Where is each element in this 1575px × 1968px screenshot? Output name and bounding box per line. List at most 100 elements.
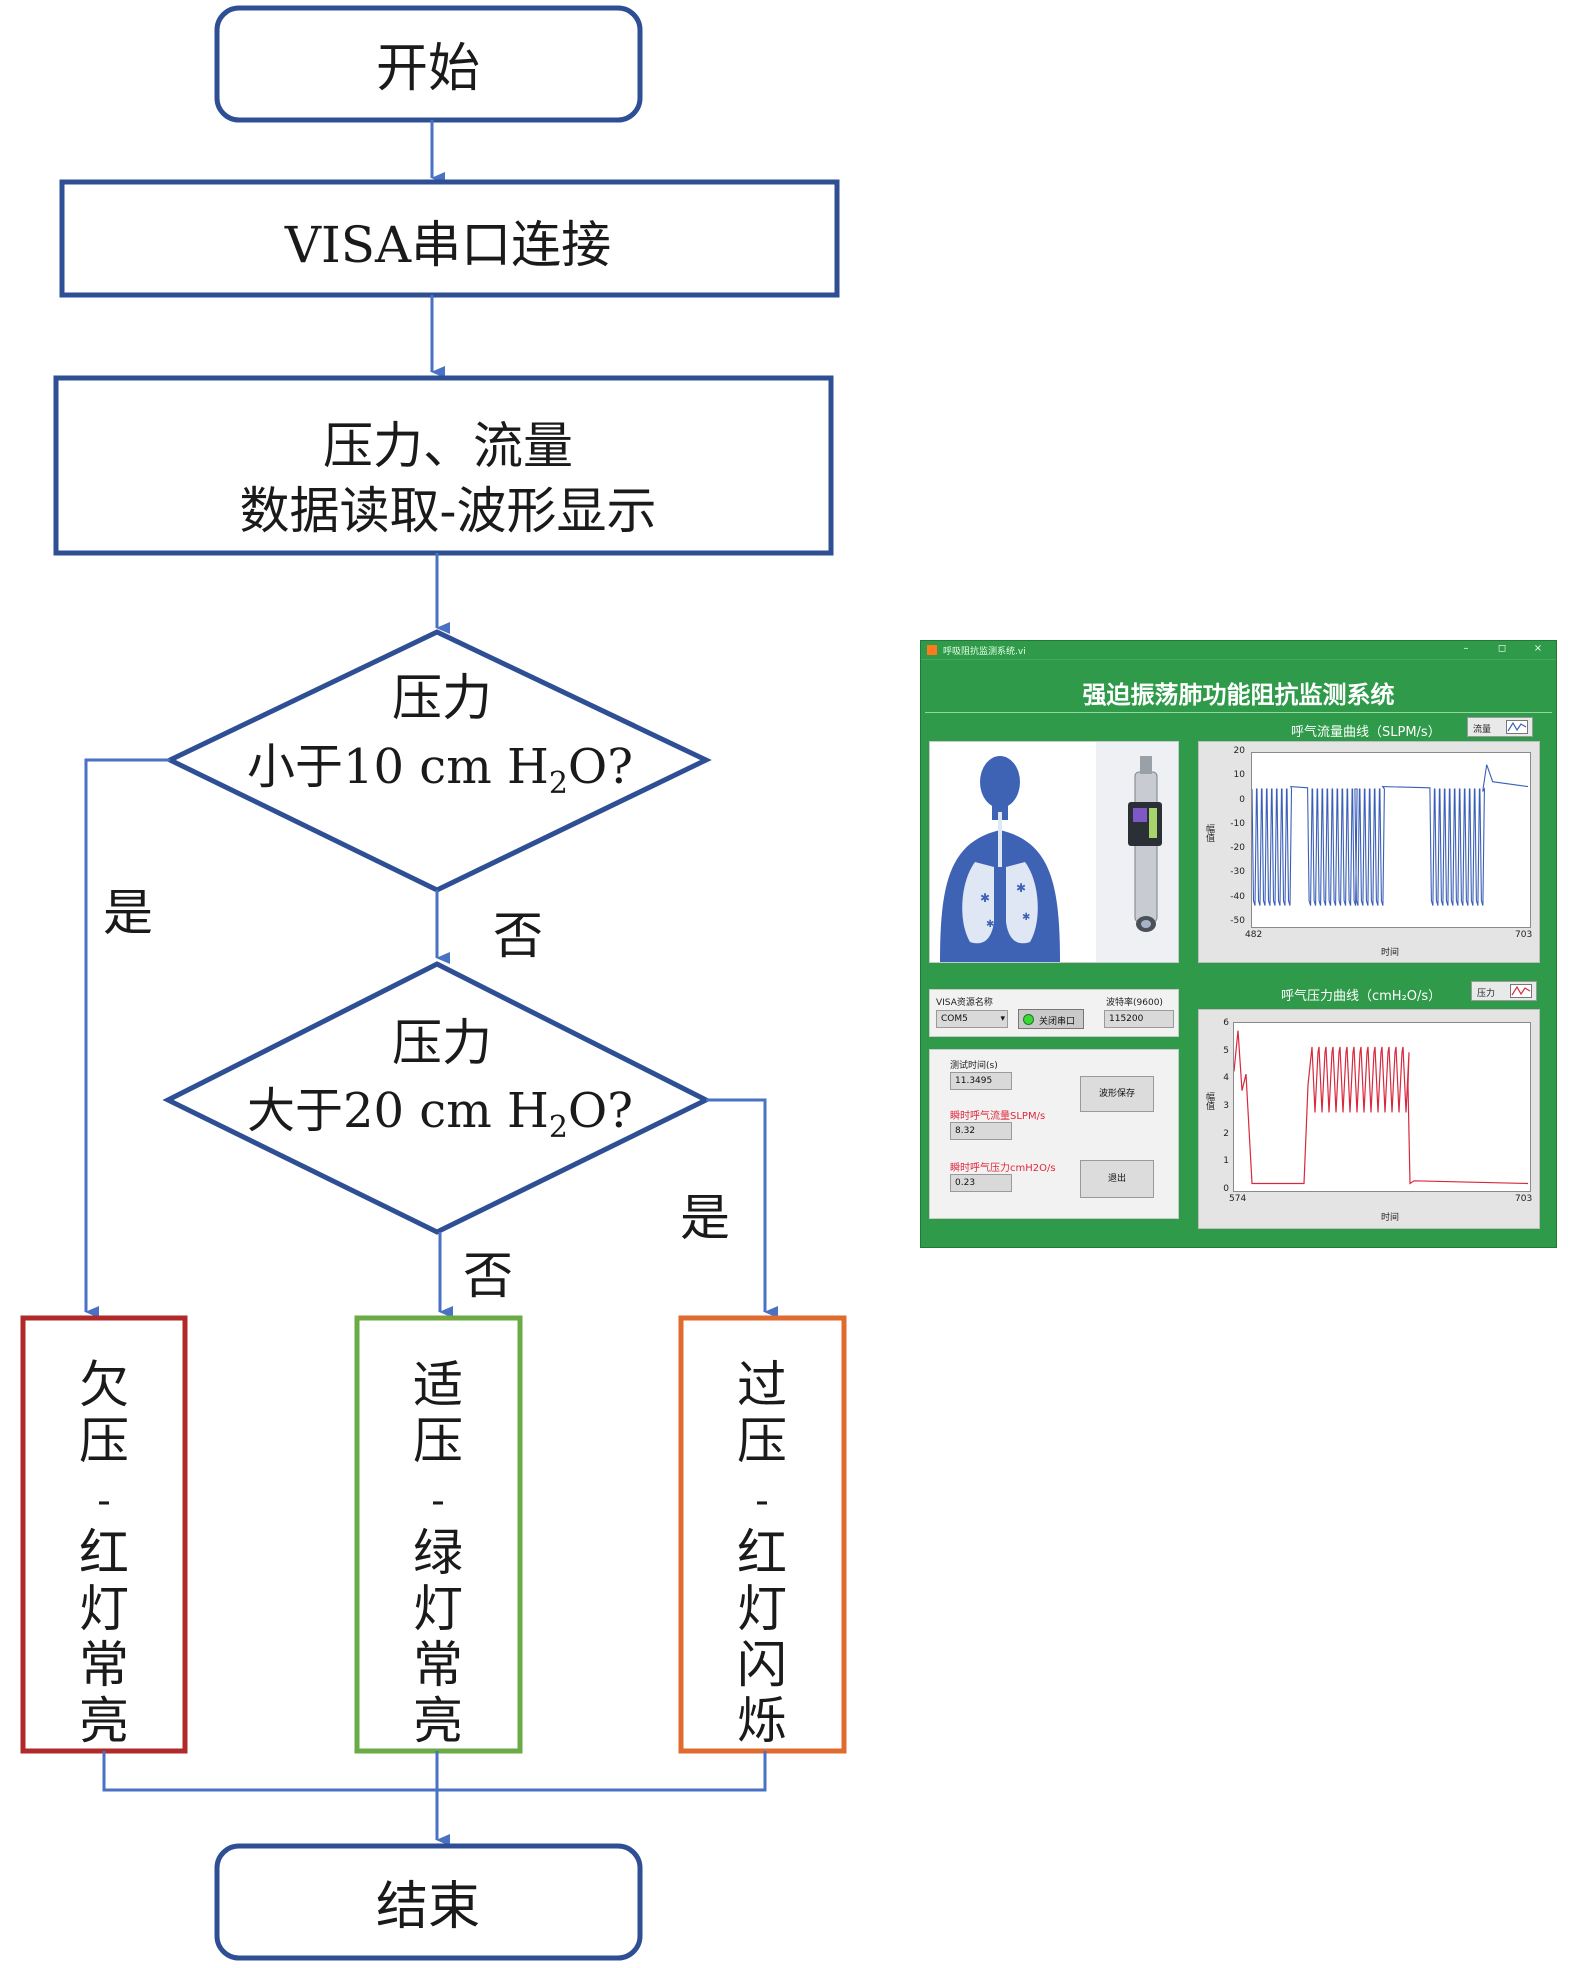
human-lungs-icon: ✱ ✱ ✱ ✱	[940, 756, 1060, 962]
under_pressure-char: 欠	[79, 1356, 129, 1414]
under_pressure-char: 灯	[79, 1580, 129, 1638]
y-tick-label: 5	[1223, 1045, 1229, 1056]
pressure-graph-ylabel: 幅值	[1204, 1092, 1214, 1110]
maximize-icon[interactable]: ◻	[1497, 643, 1507, 654]
decision-high-pressure	[162, 961, 712, 1235]
pressure-graph-title: 呼气压力曲线（cmH₂O/s）	[1281, 989, 1442, 1004]
normal_pressure-char: 压	[413, 1412, 463, 1470]
serial-panel: VISA资源名称 COM5▾ 关闭串口 波特率(9600) 115200	[929, 989, 1179, 1037]
svg-text:✱: ✱	[980, 891, 990, 905]
oscillation-device-icon	[1096, 742, 1178, 962]
over_pressure-char: 红	[737, 1524, 787, 1582]
end-node	[214, 1843, 643, 1961]
flow-legend[interactable]: 流量	[1467, 717, 1533, 737]
normal_pressure-char: 适	[413, 1356, 463, 1414]
flow-graph-xmax: 703	[1515, 930, 1533, 940]
window-title: 呼吸阻抗监测系统.vi	[943, 647, 1026, 657]
visa-connect-label: VISA串口连接	[284, 216, 611, 274]
merge-lines	[102, 1751, 767, 1792]
y-tick-label: 4	[1223, 1073, 1229, 1084]
baud-rate-field[interactable]: 115200	[1104, 1010, 1174, 1028]
normal_pressure-char: 灯	[413, 1580, 463, 1638]
pressure-legend-swatch-icon	[1510, 984, 1532, 998]
monitor-window: 呼吸阻抗监测系统.vi – ◻ × 强迫振荡肺功能阻抗监测系统 ✱ ✱ ✱ ✱	[920, 640, 1557, 1248]
data-read-label-1: 压力、流量	[323, 417, 573, 475]
decision-low-pressure-label-1: 压力	[392, 669, 492, 727]
close-icon[interactable]: ×	[1533, 643, 1543, 654]
y-tick-label: 6	[1223, 1018, 1229, 1028]
over-pressure-box	[678, 1315, 847, 1754]
pressure-value-label: 瞬时呼气压力cmH2O/s	[950, 1163, 1056, 1174]
measurement-panel: 测试时间(s) 11.3495 瞬时呼气流量SLPM/s 8.32 瞬时呼气压力…	[929, 1049, 1179, 1219]
save-waveform-button[interactable]: 波形保存	[1080, 1076, 1154, 1112]
pressure-legend[interactable]: 压力	[1471, 981, 1537, 1001]
y-tick-label: -20	[1230, 843, 1245, 854]
close-serial-button[interactable]: 关闭串口	[1018, 1009, 1084, 1029]
under_pressure-char: 压	[79, 1412, 129, 1470]
normal_pressure-char: 常	[413, 1636, 463, 1694]
lung-illustration: ✱ ✱ ✱ ✱	[929, 741, 1179, 963]
title-divider	[925, 712, 1552, 713]
flow-rate-label: 瞬时呼气流量SLPM/s	[950, 1111, 1046, 1122]
pressure-waveform	[1233, 1030, 1529, 1185]
no-label-1: 否	[493, 907, 543, 965]
no-label-2: 否	[463, 1247, 513, 1305]
data-read-label-2: 数据读取-波形显示	[240, 482, 657, 540]
flow-series-line	[1251, 764, 1529, 906]
flow-graph-title: 呼气流量曲线（SLPM/s）	[1291, 725, 1441, 740]
decision-low-pressure-label-2: 小于10 cm H2O?	[247, 739, 633, 801]
flow-legend-swatch-icon	[1506, 720, 1528, 734]
dropdown-arrow-icon: ▾	[1000, 1014, 1005, 1024]
start-node	[214, 5, 643, 123]
yes-label-left: 是	[103, 884, 153, 942]
normal_pressure-char: -	[431, 1478, 445, 1524]
over_pressure-char: 烁	[737, 1692, 787, 1750]
visa-resource-label: VISA资源名称	[936, 998, 993, 1008]
over_pressure-char: 压	[737, 1412, 787, 1470]
pressure-plot-area	[1233, 1022, 1531, 1192]
y-tick-label: -30	[1230, 867, 1245, 878]
flowchart: 开始 VISA串口连接 压力、流量 数据读取-波形显示 压力 小于10 cm H…	[20, 5, 847, 1961]
pressure-value-field: 0.23	[950, 1174, 1012, 1192]
svg-text:✱: ✱	[1016, 881, 1026, 895]
flow-waveform	[1251, 764, 1529, 906]
y-tick-label: 0	[1239, 794, 1245, 805]
test-time-value: 11.3495	[950, 1072, 1012, 1090]
y-tick-label: 20	[1233, 746, 1245, 756]
baud-rate-label: 波特率(9600)	[1106, 998, 1163, 1008]
under_pressure-char: 红	[79, 1524, 129, 1582]
y-tick-label: 0	[1223, 1184, 1229, 1194]
flow-plot-area	[1251, 752, 1531, 928]
pressure-graph-xmax: 703	[1515, 1194, 1533, 1204]
under-pressure-box	[20, 1315, 188, 1754]
flow-graph-ylabel: 幅值	[1204, 824, 1214, 842]
y-tick-label: 1	[1223, 1156, 1229, 1167]
minimize-icon[interactable]: –	[1463, 643, 1469, 654]
over_pressure-char: -	[755, 1478, 769, 1524]
exit-button[interactable]: 退出	[1080, 1160, 1154, 1198]
start-label: 开始	[376, 39, 480, 99]
pressure-graph-xmin: 574	[1229, 1194, 1247, 1204]
flow-graph-xlabel: 时间	[1381, 948, 1400, 958]
over_pressure-char: 闪	[737, 1636, 787, 1694]
window-titlebar: 呼吸阻抗监测系统.vi – ◻ ×	[921, 641, 1556, 660]
flow-rate-value: 8.32	[950, 1122, 1012, 1140]
over_pressure-char: 灯	[737, 1580, 787, 1638]
decision-high-pressure-label-2: 大于20 cm H2O?	[247, 1083, 633, 1145]
normal_pressure-char: 绿	[413, 1524, 463, 1582]
svg-text:✱: ✱	[1022, 912, 1030, 923]
normal_pressure-char: 亮	[413, 1692, 463, 1750]
under_pressure-char: -	[97, 1478, 111, 1524]
y-tick-label: 10	[1233, 770, 1245, 781]
visa-resource-select[interactable]: COM5▾	[936, 1010, 1008, 1028]
led-indicator-icon	[1023, 1014, 1034, 1025]
y-tick-label: -50	[1230, 916, 1245, 926]
pressure-series-line	[1233, 1030, 1529, 1185]
svg-text:✱: ✱	[986, 919, 994, 930]
decision-high-pressure-label-1: 压力	[392, 1014, 492, 1072]
